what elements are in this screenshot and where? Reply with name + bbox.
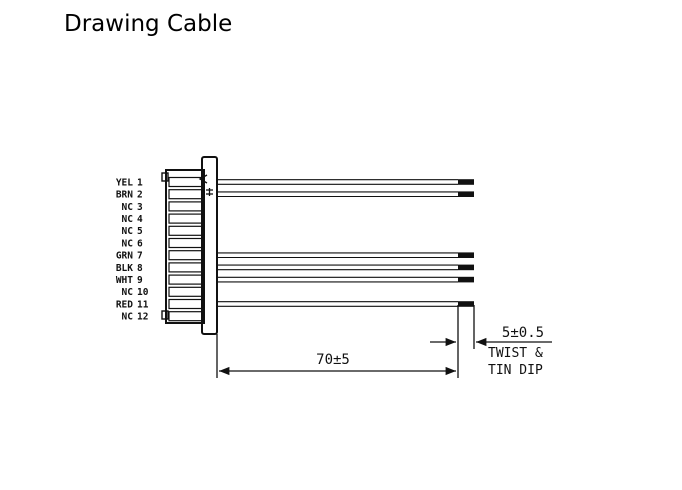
note-twist: TWIST &: [488, 346, 543, 361]
slot-6: [168, 237, 203, 249]
pin-1-name: YEL: [116, 177, 133, 188]
slot-12: [168, 311, 203, 322]
pin-6-number: 6: [137, 238, 143, 249]
pin-4-name: NC: [122, 214, 134, 225]
pin1-triangle-icon: [198, 174, 208, 184]
wire-red: [217, 301, 474, 307]
wire-grn: [217, 252, 474, 259]
pin-4-number: 4: [137, 214, 143, 225]
pin-1-number: 1: [137, 177, 143, 188]
slot-1: [168, 176, 203, 188]
slot-10: [168, 286, 203, 297]
connector-housing: [161, 156, 218, 335]
pin-5-name: NC: [122, 226, 134, 237]
wires: [217, 179, 474, 307]
slot-5: [168, 225, 203, 236]
pin-7-number: 7: [137, 251, 143, 262]
marker-glyph: [206, 188, 213, 196]
pin-6-name: NC: [122, 238, 134, 249]
wire-blk: [217, 264, 474, 271]
pin-5-number: 5: [137, 226, 143, 237]
strip-label: 5±0.5: [502, 325, 544, 341]
pin-12-number: 12: [137, 312, 148, 323]
wire-yel: [217, 179, 474, 185]
wire-brn: [217, 191, 474, 198]
pin-10-number: 10: [137, 287, 149, 298]
pin-2-number: 2: [137, 190, 143, 201]
note-tin-dip: TIN DIP: [488, 363, 543, 378]
pin-8-name: BLK: [116, 263, 133, 274]
pin-7-name: GRN: [116, 251, 133, 262]
pin-11-number: 11: [137, 299, 149, 310]
page-title: Drawing Cable: [64, 11, 233, 37]
pin-12-name: NC: [122, 312, 134, 323]
slot-8: [168, 262, 203, 273]
pin-11-name: RED: [116, 299, 133, 310]
pin-9-number: 9: [137, 275, 143, 286]
pin-10-name: NC: [122, 287, 134, 298]
strip-dimension: 5±0.5 TWIST & TIN DIP: [430, 305, 552, 378]
pin-3-number: 3: [137, 202, 143, 213]
slot-2: [168, 189, 203, 200]
length-label: 70±5: [316, 352, 350, 368]
slot-3: [168, 201, 203, 212]
slot-9: [168, 274, 203, 285]
pin-8-number: 8: [137, 263, 143, 274]
length-dimension: 70±5: [216, 305, 459, 378]
connector-slots: [168, 176, 203, 322]
slot-11: [168, 298, 203, 310]
pin-2-name: BRN: [116, 190, 133, 201]
slot-4: [168, 213, 203, 224]
wire-wht: [217, 276, 474, 283]
pin-3-name: NC: [122, 202, 134, 213]
slot-7: [168, 250, 203, 261]
pin-9-name: WHT: [116, 275, 133, 286]
